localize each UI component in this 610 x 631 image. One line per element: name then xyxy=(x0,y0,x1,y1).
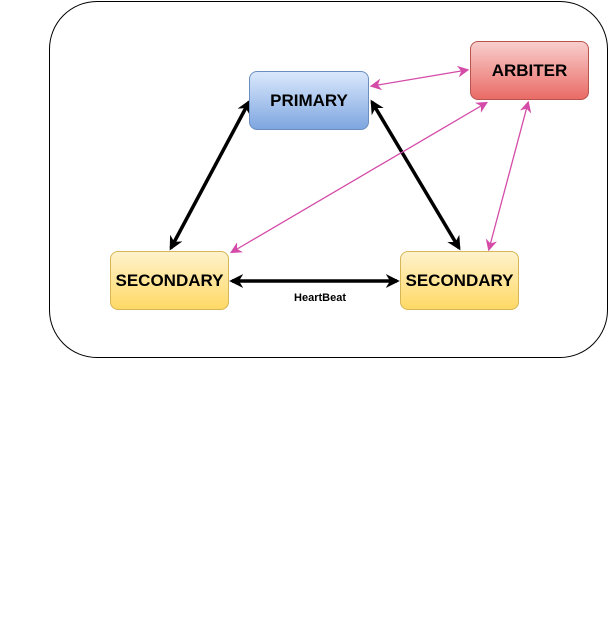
edge-primary-arbiter xyxy=(369,65,470,91)
secondary-node-left[interactable]: SECONDARY xyxy=(110,251,229,310)
primary-node-label: PRIMARY xyxy=(270,90,348,110)
primary-node[interactable]: PRIMARY xyxy=(249,71,369,130)
heartbeat-label: HeartBeat xyxy=(294,292,346,304)
secondary-node-right[interactable]: SECONDARY xyxy=(400,251,519,310)
secondary-node-right-label: SECONDARY xyxy=(405,270,514,290)
edge-arbiter-secondary-right xyxy=(485,100,532,252)
edge-primary-secondary-right xyxy=(370,99,461,251)
arbiter-node-label: ARBITER xyxy=(491,60,568,80)
arbiter-node[interactable]: ARBITER xyxy=(470,41,589,100)
edge-arbiter-secondary-left xyxy=(229,101,489,254)
edge-primary-secondary-left xyxy=(169,99,251,251)
secondary-node-left-label: SECONDARY xyxy=(115,270,224,290)
